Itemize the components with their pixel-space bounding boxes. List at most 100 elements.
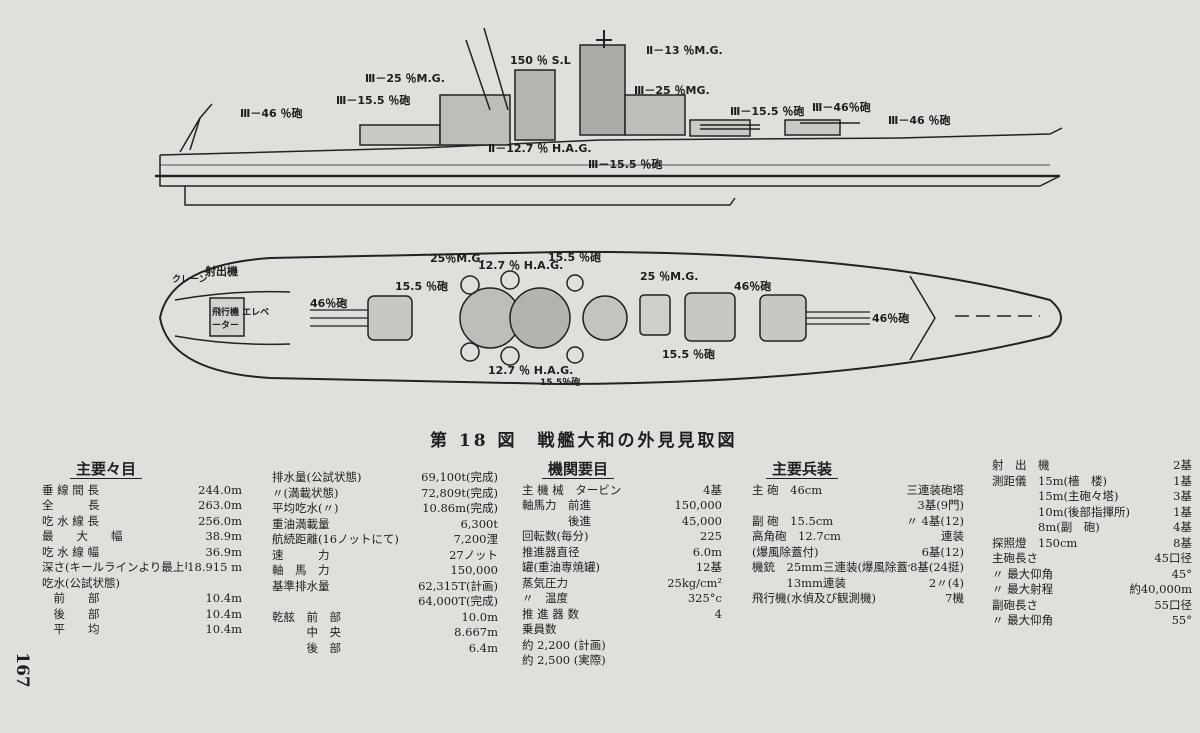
label-crane: クレーン: [172, 275, 208, 285]
label-hag-top: 12.7 ％ H.A.G.: [478, 259, 564, 272]
spec-value: 8基(24挺): [910, 560, 964, 574]
spec-label: 回転数(毎分): [522, 529, 589, 543]
spec-label: 〃 最大仰角: [992, 613, 1054, 627]
spec-value: 256.0m: [198, 513, 242, 528]
spec-label: 排水量(公試状態): [272, 470, 362, 484]
label-g155-right: Ⅲ－15.5 ％砲: [730, 105, 805, 118]
spec-row: 測距儀 15m(檣 楼) 1基: [992, 474, 1192, 490]
spec-value: 45,000: [681, 513, 722, 528]
spec-row: 重油満載量 6,300t: [272, 517, 498, 533]
spec-row: 平均吃水(〃)10.86m(完成): [272, 501, 498, 517]
spec-value: 約40,000m: [1129, 582, 1192, 596]
spec-value: 10.4m: [205, 622, 242, 636]
spec-row: 排水量(公試状態) 69,100t(完成): [272, 470, 498, 486]
spec-label: 航続距離(16ノットにて): [272, 532, 399, 546]
spec-label: 高角砲 12.7cm: [752, 529, 841, 543]
spec-label: [752, 498, 917, 514]
spec-value: 325°c: [687, 591, 722, 605]
spec-value: 45°: [1171, 566, 1192, 581]
label-catapult: 射出機: [205, 265, 238, 278]
spec-label: 主砲長さ: [992, 551, 1038, 565]
label-mg25-top: 25％M.G.: [430, 252, 485, 265]
spec-row: 最 大 幅 38.9m: [42, 529, 242, 545]
label-g155-a: 15.5 ％砲: [395, 280, 448, 293]
spec-label: 10m(後部指揮所): [992, 504, 1131, 519]
spec-row: 10m(後部指揮所)1基: [992, 505, 1192, 521]
plan-view: [158, 250, 1062, 386]
spec-row: 〃(満載状態)72,809t(完成): [272, 486, 498, 502]
spec-value: 64,000T(完成): [418, 594, 498, 608]
spec-row: 約 2,500 (実際): [522, 653, 722, 669]
spec-label: 〃 最大仰角: [992, 566, 1054, 581]
label-mg25-left: Ⅲ－25 ％M.G.: [365, 72, 445, 85]
page-number: 167: [11, 652, 32, 688]
spec-label: 乾舷 前 部: [272, 609, 341, 624]
spec-value: 6.4m: [468, 640, 498, 655]
spec-row: 前 部 10.4m: [42, 591, 242, 607]
spec-label: 重油満載量: [272, 516, 330, 531]
spec-value: 25kg/cm²: [667, 575, 722, 590]
spec-label: 約 2,500 (実際): [522, 653, 606, 667]
spec-value: 1基: [1173, 473, 1192, 488]
spec-row: 飛行機(水偵及び観測機)7機: [752, 591, 964, 607]
spec-label: 蒸気圧力: [522, 575, 568, 590]
spec-label: 軸 馬 力: [272, 563, 330, 577]
spec-label: 主 砲 46cm: [752, 482, 823, 497]
armament-heading: 主要兵装: [766, 461, 839, 479]
spec-label: 平 均: [42, 622, 100, 636]
spec-label: 前 部: [42, 591, 100, 605]
spec-value: 45口径: [1154, 551, 1192, 565]
spec-label: 最 大 幅: [42, 529, 123, 543]
spec-label: 測距儀 15m(檣 楼): [992, 473, 1108, 488]
spec-row: 〃 最大射程約40,000m: [992, 582, 1192, 598]
spec-value: 38.9m: [205, 529, 242, 543]
spec-value: 10.0m: [461, 609, 498, 624]
spec-label: 探照燈 150cm: [992, 535, 1078, 550]
ship-drawings: [155, 27, 1063, 386]
spec-label: 〃 温度: [522, 591, 568, 605]
spec-value: 6,300t: [460, 516, 498, 531]
label-g46-right: Ⅲ－46 ％砲: [888, 114, 951, 127]
spec-label: 〃(満載状態): [272, 485, 339, 500]
spec-value: 62,315T(計画): [418, 578, 498, 593]
spec-label: 13mm連装: [752, 575, 846, 590]
spec-label: 副砲長さ: [992, 597, 1038, 612]
spec-value: 〃 4基(12): [906, 513, 964, 528]
spec-row: 平 均 10.4m: [42, 622, 242, 638]
label-mg25-top-right: 25 ％M.G.: [640, 270, 699, 283]
spec-value: 10.4m: [205, 591, 242, 605]
spec-row: 吃水(公試状態): [42, 576, 242, 592]
spec-label: 後 部: [272, 640, 341, 655]
spec-label: 機銃 25mm三連装(爆風除蓋付): [752, 560, 911, 574]
spec-row: 約 2,200 (計画): [522, 638, 722, 654]
spec-label: (爆風除蓋付): [752, 544, 819, 559]
spec-label: 副 砲 15.5cm: [752, 513, 834, 528]
label-g155-bottom: 15.5％砲: [540, 378, 581, 388]
spec-value: 225: [700, 529, 722, 543]
label-g46-c: 46％砲: [872, 312, 910, 325]
spec-value: 7機: [945, 591, 964, 605]
spec-value: 69,100t(完成): [421, 470, 498, 484]
spec-label: 射 出 機: [992, 458, 1050, 472]
spec-value: 4基: [703, 482, 722, 497]
spec-label: 中 央: [272, 625, 341, 639]
side-elevation: [155, 27, 1063, 206]
label-hangar: 飛行機 エレベーター: [212, 308, 270, 331]
label-g46-a: 46％砲: [310, 297, 348, 310]
spec-value: 55口径: [1154, 597, 1192, 612]
spec-row: 〃 最大仰角 45°: [992, 567, 1192, 583]
